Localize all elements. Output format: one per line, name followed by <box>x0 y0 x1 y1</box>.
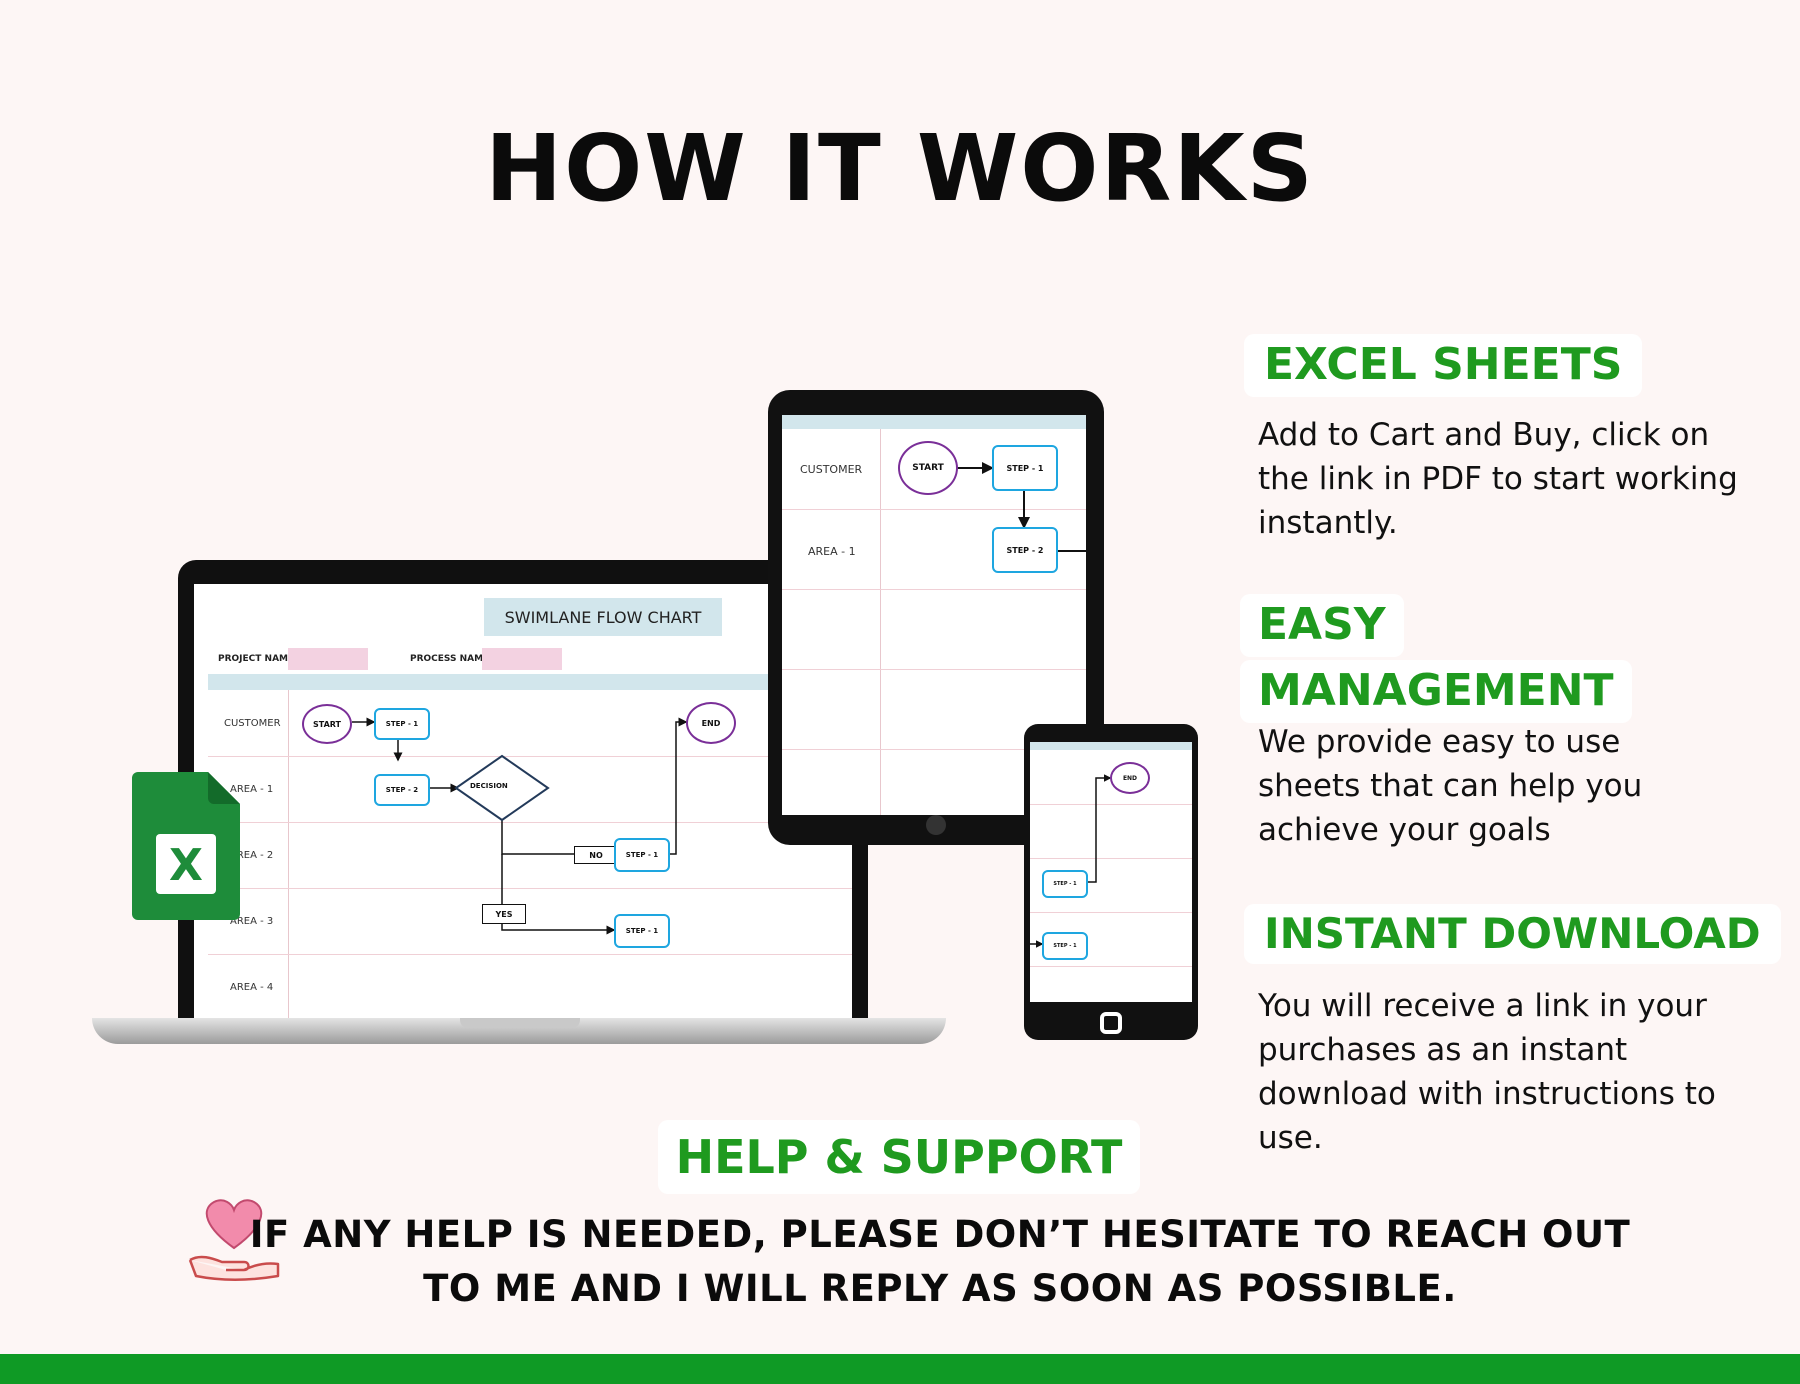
lane-line <box>782 669 1086 670</box>
yes-tag: YES <box>482 904 526 924</box>
laptop-display: SWIMLANE FLOW CHART PROJECT NAME: PROCES… <box>194 584 852 1020</box>
lane-line <box>208 954 852 955</box>
project-name-label: PROJECT NAME: <box>218 654 298 664</box>
tablet-home-button <box>926 815 946 835</box>
header-band <box>782 415 1086 429</box>
help-message-line1: IF ANY HELP IS NEEDED, PLEASE DON’T HESI… <box>249 1213 1631 1256</box>
lane-label: CUSTOMER <box>800 463 863 476</box>
header-band <box>1030 742 1192 750</box>
lane-divider <box>288 690 289 1020</box>
step-2-node: STEP - 2 <box>374 774 430 806</box>
feature-heading-excel-sheets: EXCEL SHEETS <box>1244 334 1643 397</box>
process-name-label: PROCESS NAME: <box>410 654 493 664</box>
project-name-field <box>288 648 368 670</box>
lane-divider <box>880 429 881 815</box>
heart-hand-icon <box>188 1199 280 1281</box>
lane-line <box>1030 858 1192 859</box>
start-node: START <box>302 704 352 744</box>
start-node: START <box>898 441 958 495</box>
laptop-mockup: SWIMLANE FLOW CHART PROJECT NAME: PROCES… <box>178 560 868 1020</box>
lane-label: AREA - 2 <box>230 850 274 861</box>
excel-icon-letter: X <box>169 840 203 891</box>
excel-icon: X <box>132 772 240 920</box>
flow-connectors <box>1030 774 1112 948</box>
lane-line <box>1030 912 1192 913</box>
flow-connectors <box>352 717 688 935</box>
end-node: END <box>1110 762 1150 794</box>
tablet-mockup: CUSTOMER AREA - 1 START STEP - 1 STEP - … <box>768 390 1104 845</box>
lane-line <box>1030 804 1192 805</box>
decision-label: DECISION <box>470 782 508 790</box>
no-tag: NO <box>574 846 618 864</box>
lane-label: AREA - 1 <box>808 545 856 558</box>
feature-text-easy-management: We provide easy to use sheets that can h… <box>1258 724 1643 848</box>
lane-line <box>208 888 852 889</box>
lane-line <box>208 822 852 823</box>
feature-heading-instant-download: INSTANT DOWNLOAD <box>1244 904 1781 965</box>
lane-line <box>782 589 1086 590</box>
feature-heading-easy-line2: MANAGEMENT <box>1240 660 1632 723</box>
feature-heading-easy-line1: EASY <box>1240 594 1404 657</box>
step-1-node: STEP - 1 <box>614 838 670 872</box>
step-1-node: STEP - 1 <box>374 708 430 740</box>
feature-text-excel-sheets: Add to Cart and Buy, click on the link i… <box>1258 417 1738 541</box>
lane-label: CUSTOMER <box>224 718 281 729</box>
step-1-node: STEP - 1 <box>992 445 1058 491</box>
step-1-node: STEP - 1 <box>1042 870 1088 898</box>
phone-display: END STEP - 1 STEP - 1 <box>1030 742 1192 1002</box>
lane-label: AREA - 4 <box>230 982 274 993</box>
laptop-notch <box>460 1018 580 1028</box>
help-message-line2: TO ME AND I WILL REPLY AS SOON AS POSSIB… <box>423 1267 1457 1310</box>
lane-line <box>208 756 852 757</box>
swimlane-title: SWIMLANE FLOW CHART <box>484 598 722 636</box>
step-1-node: STEP - 1 <box>1042 932 1088 960</box>
step-2-node: STEP - 2 <box>992 527 1058 573</box>
lane-label: AREA - 1 <box>230 784 274 795</box>
process-name-field <box>482 648 562 670</box>
lane-line <box>782 509 1086 510</box>
phone-home-button <box>1100 1012 1122 1034</box>
phone-mockup: END STEP - 1 STEP - 1 <box>1024 724 1198 1040</box>
footer-bar <box>0 1354 1800 1384</box>
lane-line <box>782 749 1086 750</box>
end-node: END <box>686 702 736 744</box>
header-band <box>208 674 852 690</box>
flow-connectors <box>954 462 1086 552</box>
step-1-node: STEP - 1 <box>614 914 670 948</box>
page-title: HOW IT WORKS <box>485 115 1315 222</box>
help-message: IF ANY HELP IS NEEDED, PLEASE DON’T HESI… <box>240 1208 1640 1316</box>
lane-line <box>1030 966 1192 967</box>
feature-text-instant-download: You will receive a link in your purchase… <box>1258 988 1716 1156</box>
help-support-heading: HELP & SUPPORT <box>658 1120 1140 1194</box>
lane-label: AREA - 3 <box>230 916 274 927</box>
